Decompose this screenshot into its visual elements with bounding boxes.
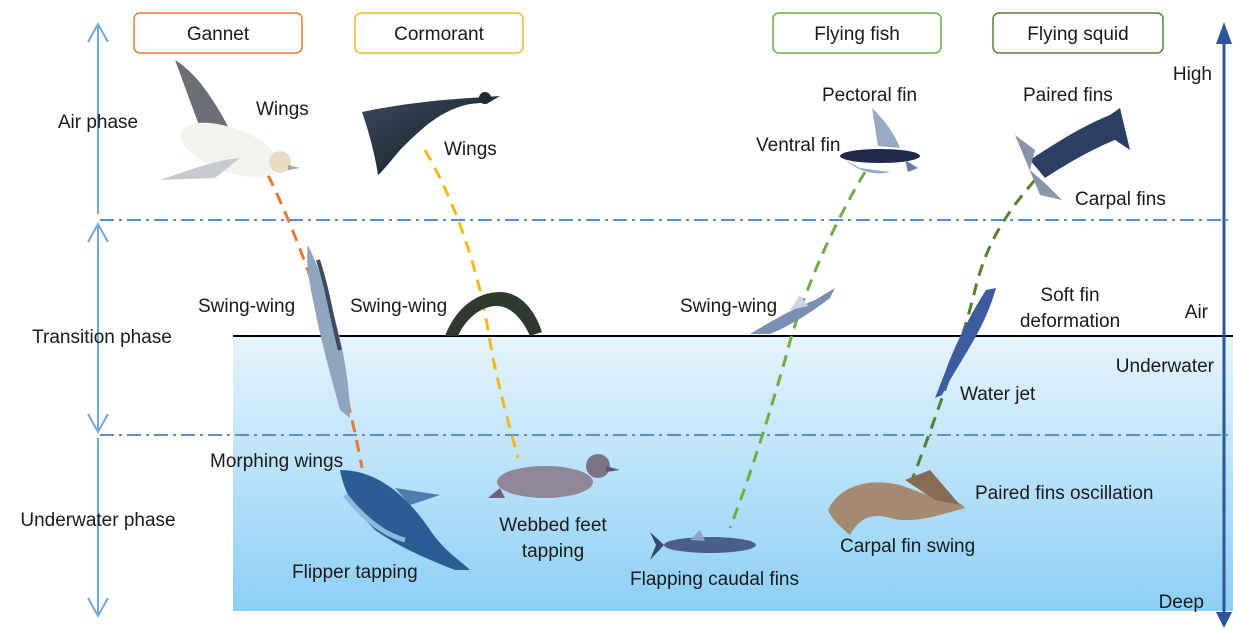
scale-deep-label: Deep: [1159, 592, 1204, 613]
flying-fish-header: Flying fish: [773, 13, 941, 53]
gannet-morph-label: Morphing wings: [210, 451, 343, 472]
flying-squid-underwater-label-1: Paired fins oscillation: [975, 483, 1153, 504]
scale-underwater-label: Underwater: [1116, 356, 1215, 377]
flying-fish-underwater-label: Flapping caudal fins: [630, 569, 799, 590]
flying-squid-transition-label-3: Water jet: [960, 384, 1036, 405]
flying-squid-air-label-2: Carpal fins: [1075, 189, 1166, 210]
scale-high-label: High: [1173, 64, 1212, 85]
flying-squid-air-label-1: Paired fins: [1023, 85, 1113, 106]
flying-fish-air-label-2: Ventral fin: [756, 135, 841, 156]
gannet-header-label: Gannet: [187, 24, 250, 45]
cormorant-swing-wing-image: [445, 292, 542, 336]
flying-fish-header-label: Flying fish: [814, 24, 900, 45]
cormorant-underwater-label-2: tapping: [522, 541, 584, 562]
flying-squid-transition-label-2: deformation: [1020, 311, 1120, 332]
underwater-phase-label: Underwater phase: [20, 510, 175, 531]
flying-fish-air-image: [840, 108, 920, 174]
gannet-air-label: Wings: [256, 99, 309, 120]
scale-air-label: Air: [1185, 302, 1209, 323]
cormorant-header-label: Cormorant: [394, 24, 484, 45]
cormorant-flying-image: [362, 92, 500, 175]
flying-squid-air-image: [1015, 108, 1130, 200]
flying-fish-transition-label: Swing-wing: [680, 296, 777, 317]
flying-squid-transition-label-1: Soft fin: [1040, 285, 1099, 306]
flying-squid-header: Flying squid: [993, 13, 1163, 53]
gannet-flying-image: [160, 60, 300, 188]
cormorant-header: Cormorant: [355, 13, 523, 53]
gannet-underwater-label: Flipper tapping: [292, 562, 418, 583]
transition-phase-label: Transition phase: [32, 327, 172, 348]
cormorant-underwater-label-1: Webbed feet: [499, 515, 607, 536]
flying-squid-underwater-label-2: Carpal fin swing: [840, 536, 975, 557]
flying-fish-air-label-1: Pectoral fin: [822, 85, 917, 106]
gannet-transition-label: Swing-wing: [198, 296, 295, 317]
cormorant-air-label: Wings: [444, 139, 497, 160]
cormorant-transition-label: Swing-wing: [350, 296, 447, 317]
air-phase-label: Air phase: [58, 112, 138, 133]
flying-squid-header-label: Flying squid: [1027, 24, 1128, 45]
gannet-header: Gannet: [134, 13, 302, 53]
